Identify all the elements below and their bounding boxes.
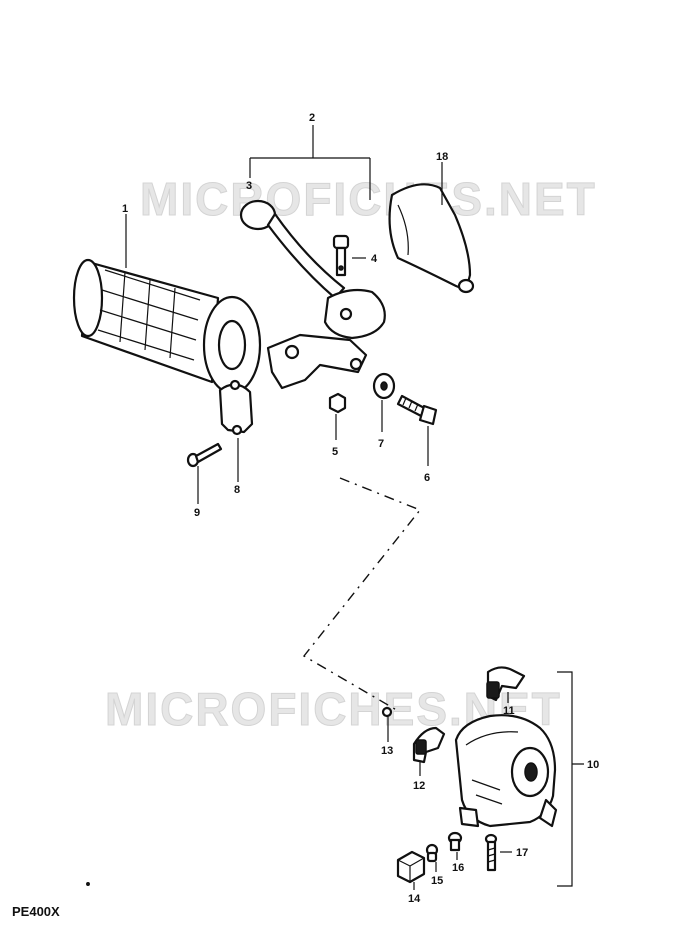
callout-14: 14 bbox=[408, 893, 421, 905]
callout-4: 4 bbox=[371, 253, 378, 265]
part-switch-block[interactable] bbox=[396, 850, 426, 884]
callout-2: 2 bbox=[309, 112, 315, 124]
part-pivot-bolt[interactable] bbox=[332, 234, 350, 277]
part-switch-housing[interactable] bbox=[454, 714, 558, 828]
callout-7: 7 bbox=[378, 438, 384, 450]
callout-1: 1 bbox=[122, 203, 128, 215]
part-nut[interactable] bbox=[328, 392, 347, 414]
part-housing-screw[interactable] bbox=[484, 833, 498, 872]
part-cap[interactable] bbox=[447, 831, 463, 852]
part-switch-knob-top[interactable] bbox=[486, 666, 526, 702]
part-grip[interactable] bbox=[72, 258, 262, 395]
callout-8: 8 bbox=[234, 484, 240, 496]
part-lever-holder[interactable] bbox=[266, 333, 368, 390]
callout-11: 11 bbox=[503, 705, 515, 717]
leader-lines bbox=[125, 125, 584, 890]
part-clamp[interactable] bbox=[218, 379, 254, 436]
callout-6: 6 bbox=[424, 472, 430, 484]
watermark-top: MICROFICHES.NET bbox=[140, 173, 597, 225]
callout-15: 15 bbox=[431, 875, 443, 887]
part-clutch-lever[interactable] bbox=[239, 199, 386, 340]
callout-9: 9 bbox=[194, 507, 200, 519]
callout-labels: 1 2 3 4 5 6 7 8 9 10 11 12 13 14 15 16 1… bbox=[122, 112, 599, 905]
callout-13: 13 bbox=[381, 745, 393, 757]
model-code: PE400X bbox=[12, 904, 60, 919]
callout-16: 16 bbox=[452, 862, 464, 874]
stray-mark bbox=[86, 882, 90, 886]
callout-12: 12 bbox=[413, 780, 425, 792]
callout-3: 3 bbox=[246, 180, 252, 192]
watermark-bottom: MICROFICHES.NET bbox=[105, 683, 562, 735]
part-spring[interactable] bbox=[425, 843, 439, 863]
part-lever-boot[interactable] bbox=[388, 183, 475, 294]
callout-5: 5 bbox=[332, 446, 338, 458]
callout-18: 18 bbox=[436, 151, 448, 163]
callout-10: 10 bbox=[587, 759, 599, 771]
assembly-line bbox=[302, 477, 422, 713]
part-switch-knob-side[interactable] bbox=[412, 726, 446, 764]
part-lever-bolt[interactable] bbox=[396, 394, 438, 426]
part-small-screw[interactable] bbox=[381, 706, 393, 718]
part-screw[interactable] bbox=[186, 442, 223, 468]
part-washer[interactable] bbox=[372, 372, 396, 400]
callout-17: 17 bbox=[516, 847, 528, 859]
